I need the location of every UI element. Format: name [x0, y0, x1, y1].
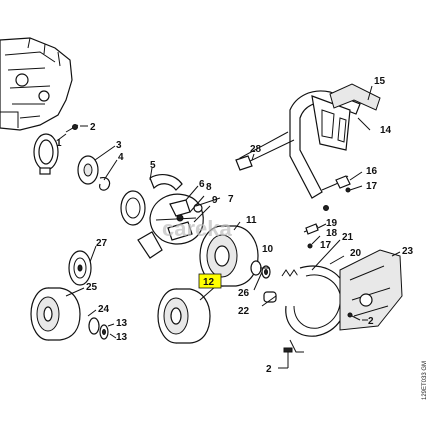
callout-21: 21	[342, 232, 354, 243]
part-12-sprocket-drum	[157, 288, 211, 344]
part-24-washer	[88, 317, 109, 340]
callout-13: 13	[116, 318, 128, 329]
part-5-plate	[120, 174, 183, 226]
callout-28: 28	[250, 144, 262, 155]
callout-5: 5	[150, 160, 156, 171]
callout-2b: 2	[266, 364, 272, 375]
leader-lines	[57, 85, 401, 369]
callout-17b: 17	[320, 240, 332, 251]
callout-13b: 13	[116, 332, 128, 343]
callout-24: 24	[98, 304, 110, 315]
part-18-pin	[303, 223, 319, 249]
callout-12: 12	[203, 277, 215, 288]
callout-19: 19	[326, 218, 338, 229]
part-15-cover	[329, 83, 381, 111]
part-25-spur-drum	[30, 287, 81, 341]
drawing-code: 129ET033 GM	[422, 361, 428, 400]
part-1-gasket	[33, 133, 59, 175]
callout-15: 15	[374, 76, 386, 87]
callout-1: 1	[56, 138, 62, 149]
callout-27: 27	[96, 238, 108, 249]
part-2-screw-c	[283, 347, 293, 368]
part-4-clip	[99, 177, 111, 191]
callout-14: 14	[380, 125, 392, 136]
engine-housing	[0, 37, 73, 131]
part-14-handle-bar	[239, 90, 361, 199]
part-16-spring	[321, 175, 351, 211]
callout-4: 4	[118, 152, 124, 163]
part-3-disc	[77, 155, 99, 185]
part-28-grip	[235, 155, 253, 171]
callout-6: 6	[199, 179, 205, 190]
part-27-rim-sprocket	[68, 250, 92, 286]
callout-7: 7	[228, 194, 234, 205]
part-12-highlight-box	[198, 273, 222, 289]
part-20-brake-band	[285, 265, 348, 353]
part-2-screw-a	[65, 124, 79, 133]
watermark: careka	[162, 216, 233, 241]
callout-8: 8	[206, 182, 212, 193]
part-2-screw-b	[347, 312, 361, 321]
callout-labels: 1 2 3 4 5 6 7 8 9 10 11 12 13 14 15 16 1…	[56, 76, 414, 375]
callout-26: 26	[238, 288, 250, 299]
callout-2c: 2	[368, 316, 374, 327]
clutch-shoe-assembly	[137, 193, 204, 259]
callout-20: 20	[350, 248, 362, 259]
callout-11: 11	[246, 215, 257, 226]
callout-25: 25	[86, 282, 98, 293]
callout-3: 3	[116, 140, 122, 151]
callout-17: 17	[366, 181, 378, 192]
part-22-sleeve	[263, 291, 277, 303]
part-11-clutch-drum	[199, 225, 259, 287]
callout-9: 9	[212, 195, 218, 206]
callout-2: 2	[90, 122, 96, 133]
callout-10: 10	[262, 244, 274, 255]
part-10-bearing	[250, 260, 271, 279]
callout-16: 16	[366, 166, 378, 177]
callout-22: 22	[238, 306, 250, 317]
callout-23: 23	[402, 246, 414, 257]
callout-18: 18	[326, 228, 338, 239]
part-23-side-cover	[339, 249, 403, 331]
